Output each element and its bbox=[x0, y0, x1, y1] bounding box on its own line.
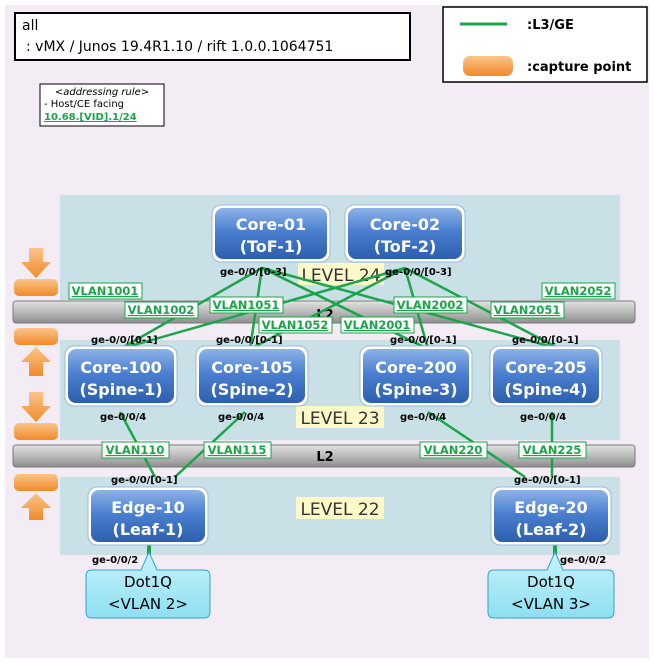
capture-points bbox=[14, 248, 58, 520]
vlan110-label: VLAN110 bbox=[106, 443, 165, 457]
vlan1002-label: VLAN1002 bbox=[128, 303, 195, 317]
port-edge20-up: ge-0/0/[0-1] bbox=[514, 475, 581, 486]
node-edge-10-name: Edge-10 bbox=[111, 498, 185, 517]
host-dot1q-vlan3[interactable]: Dot1Q <VLAN 3> bbox=[487, 550, 615, 619]
addressing-rule-line1: - Host/CE facing bbox=[44, 99, 124, 110]
link-core02-core105 bbox=[249, 266, 406, 351]
node-core-205-name: Core-205 bbox=[505, 358, 587, 377]
host-2-line2: <VLAN 3> bbox=[511, 595, 591, 613]
node-core-200-role: (Spine-3) bbox=[374, 380, 457, 399]
node-core-100[interactable]: Core-100 (Spine-1) bbox=[64, 345, 178, 407]
vlan220-label: VLAN220 bbox=[424, 443, 483, 457]
vlan2052-label: VLAN2052 bbox=[545, 284, 612, 298]
vlan2001-label: VLAN2001 bbox=[344, 318, 411, 332]
node-core-100-role: (Spine-1) bbox=[79, 380, 162, 399]
vlan1052-label: VLAN1052 bbox=[262, 318, 329, 332]
node-core-205-role: (Spine-4) bbox=[504, 380, 587, 399]
node-edge-20[interactable]: Edge-20 (Leaf-2) bbox=[490, 486, 612, 546]
port-core105-up: ge-0/0/[0-1] bbox=[216, 335, 283, 346]
node-edge-20-role: (Leaf-2) bbox=[516, 520, 587, 539]
port-edge10-down: ge-0/0/2 bbox=[92, 555, 138, 566]
level-22-label-bg bbox=[296, 497, 384, 519]
addressing-rule-line2: 10.68.[VID].1/24 bbox=[44, 112, 137, 123]
port-core100-down: ge-0/0/4 bbox=[100, 412, 146, 423]
addressing-rule-box bbox=[39, 83, 165, 127]
node-core-105-name: Core-105 bbox=[211, 358, 293, 377]
port-core205-up: ge-0/0/[0-1] bbox=[512, 335, 579, 346]
vlan225-label: VLAN225 bbox=[523, 443, 582, 457]
header-version: : vMX / Junos 19.4R1.10 / rift 1.0.0.106… bbox=[26, 39, 333, 55]
port-core02: ge-0/0/[0-3] bbox=[385, 267, 452, 278]
host-1-line1: Dot1Q bbox=[124, 573, 172, 591]
vlan115-label: VLAN115 bbox=[208, 443, 267, 457]
vlan1051-label: VLAN1051 bbox=[213, 298, 280, 312]
port-core200-up: ge-0/0/[0-1] bbox=[390, 335, 457, 346]
legend-link-label: :L3/GE bbox=[527, 18, 574, 33]
node-core-01[interactable]: Core-01 (ToF-1) bbox=[211, 204, 331, 263]
node-core-01-role: (ToF-1) bbox=[240, 237, 303, 256]
port-core205-down: ge-0/0/4 bbox=[520, 412, 566, 423]
addressing-rule-title: <addressing rule> bbox=[55, 87, 149, 98]
capture-point-level24-down bbox=[14, 248, 58, 296]
vlan1001-label: VLAN1001 bbox=[72, 284, 139, 298]
port-labels: ge-0/0/[0-3] ge-0/0/[0-3] ge-0/0/[0-1] g… bbox=[91, 267, 606, 566]
node-core-105-role: (Spine-2) bbox=[210, 380, 293, 399]
level-22-label: LEVEL 22 bbox=[300, 500, 379, 520]
port-core01: ge-0/0/[0-3] bbox=[220, 267, 287, 278]
port-edge10-up: ge-0/0/[0-1] bbox=[111, 475, 178, 486]
node-core-02[interactable]: Core-02 (ToF-2) bbox=[344, 204, 466, 263]
port-edge20-down: ge-0/0/2 bbox=[560, 555, 606, 566]
node-core-200[interactable]: Core-200 (Spine-3) bbox=[359, 345, 473, 407]
node-edge-10-role: (Leaf-1) bbox=[113, 520, 184, 539]
host-2-line1: Dot1Q bbox=[527, 573, 575, 591]
node-edge-20-name: Edge-20 bbox=[514, 498, 588, 517]
level-23-label: LEVEL 23 bbox=[300, 409, 379, 429]
capture-point-level23-down bbox=[14, 392, 58, 440]
node-core-02-name: Core-02 bbox=[370, 215, 440, 234]
link-core01-core200 bbox=[261, 266, 429, 351]
capture-point-level23-up bbox=[14, 328, 58, 376]
port-core100-up: ge-0/0/[0-1] bbox=[91, 335, 158, 346]
port-core200-down: ge-0/0/4 bbox=[400, 412, 446, 423]
node-core-105[interactable]: Core-105 (Spine-2) bbox=[195, 345, 309, 407]
header-title: all bbox=[22, 18, 38, 34]
host-1-line2: <VLAN 2> bbox=[108, 595, 188, 613]
l2-bar-lower-label: L2 bbox=[316, 450, 333, 465]
legend-capture-label: :capture point bbox=[527, 60, 631, 75]
legend-capture-swatch bbox=[463, 56, 513, 76]
node-core-02-role: (ToF-2) bbox=[374, 237, 437, 256]
node-core-01-name: Core-01 bbox=[236, 215, 306, 234]
level-23-label-bg bbox=[296, 406, 384, 428]
node-edge-10[interactable]: Edge-10 (Leaf-1) bbox=[87, 486, 209, 546]
header-box bbox=[14, 12, 411, 61]
vlan2002-label: VLAN2002 bbox=[397, 298, 464, 312]
capture-point-level22-up bbox=[14, 474, 58, 520]
node-core-205[interactable]: Core-205 (Spine-4) bbox=[489, 345, 603, 407]
node-core-100-name: Core-100 bbox=[80, 358, 162, 377]
host-dot1q-vlan2[interactable]: Dot1Q <VLAN 2> bbox=[85, 550, 211, 619]
vlan2051-label: VLAN2051 bbox=[494, 303, 561, 317]
link-core02-core205 bbox=[404, 266, 561, 351]
vlan-labels: VLAN1001 VLAN1002 VLAN1051 VLAN1052 VLAN… bbox=[68, 282, 616, 459]
port-core105-down: ge-0/0/4 bbox=[218, 412, 264, 423]
node-core-200-name: Core-200 bbox=[375, 358, 457, 377]
